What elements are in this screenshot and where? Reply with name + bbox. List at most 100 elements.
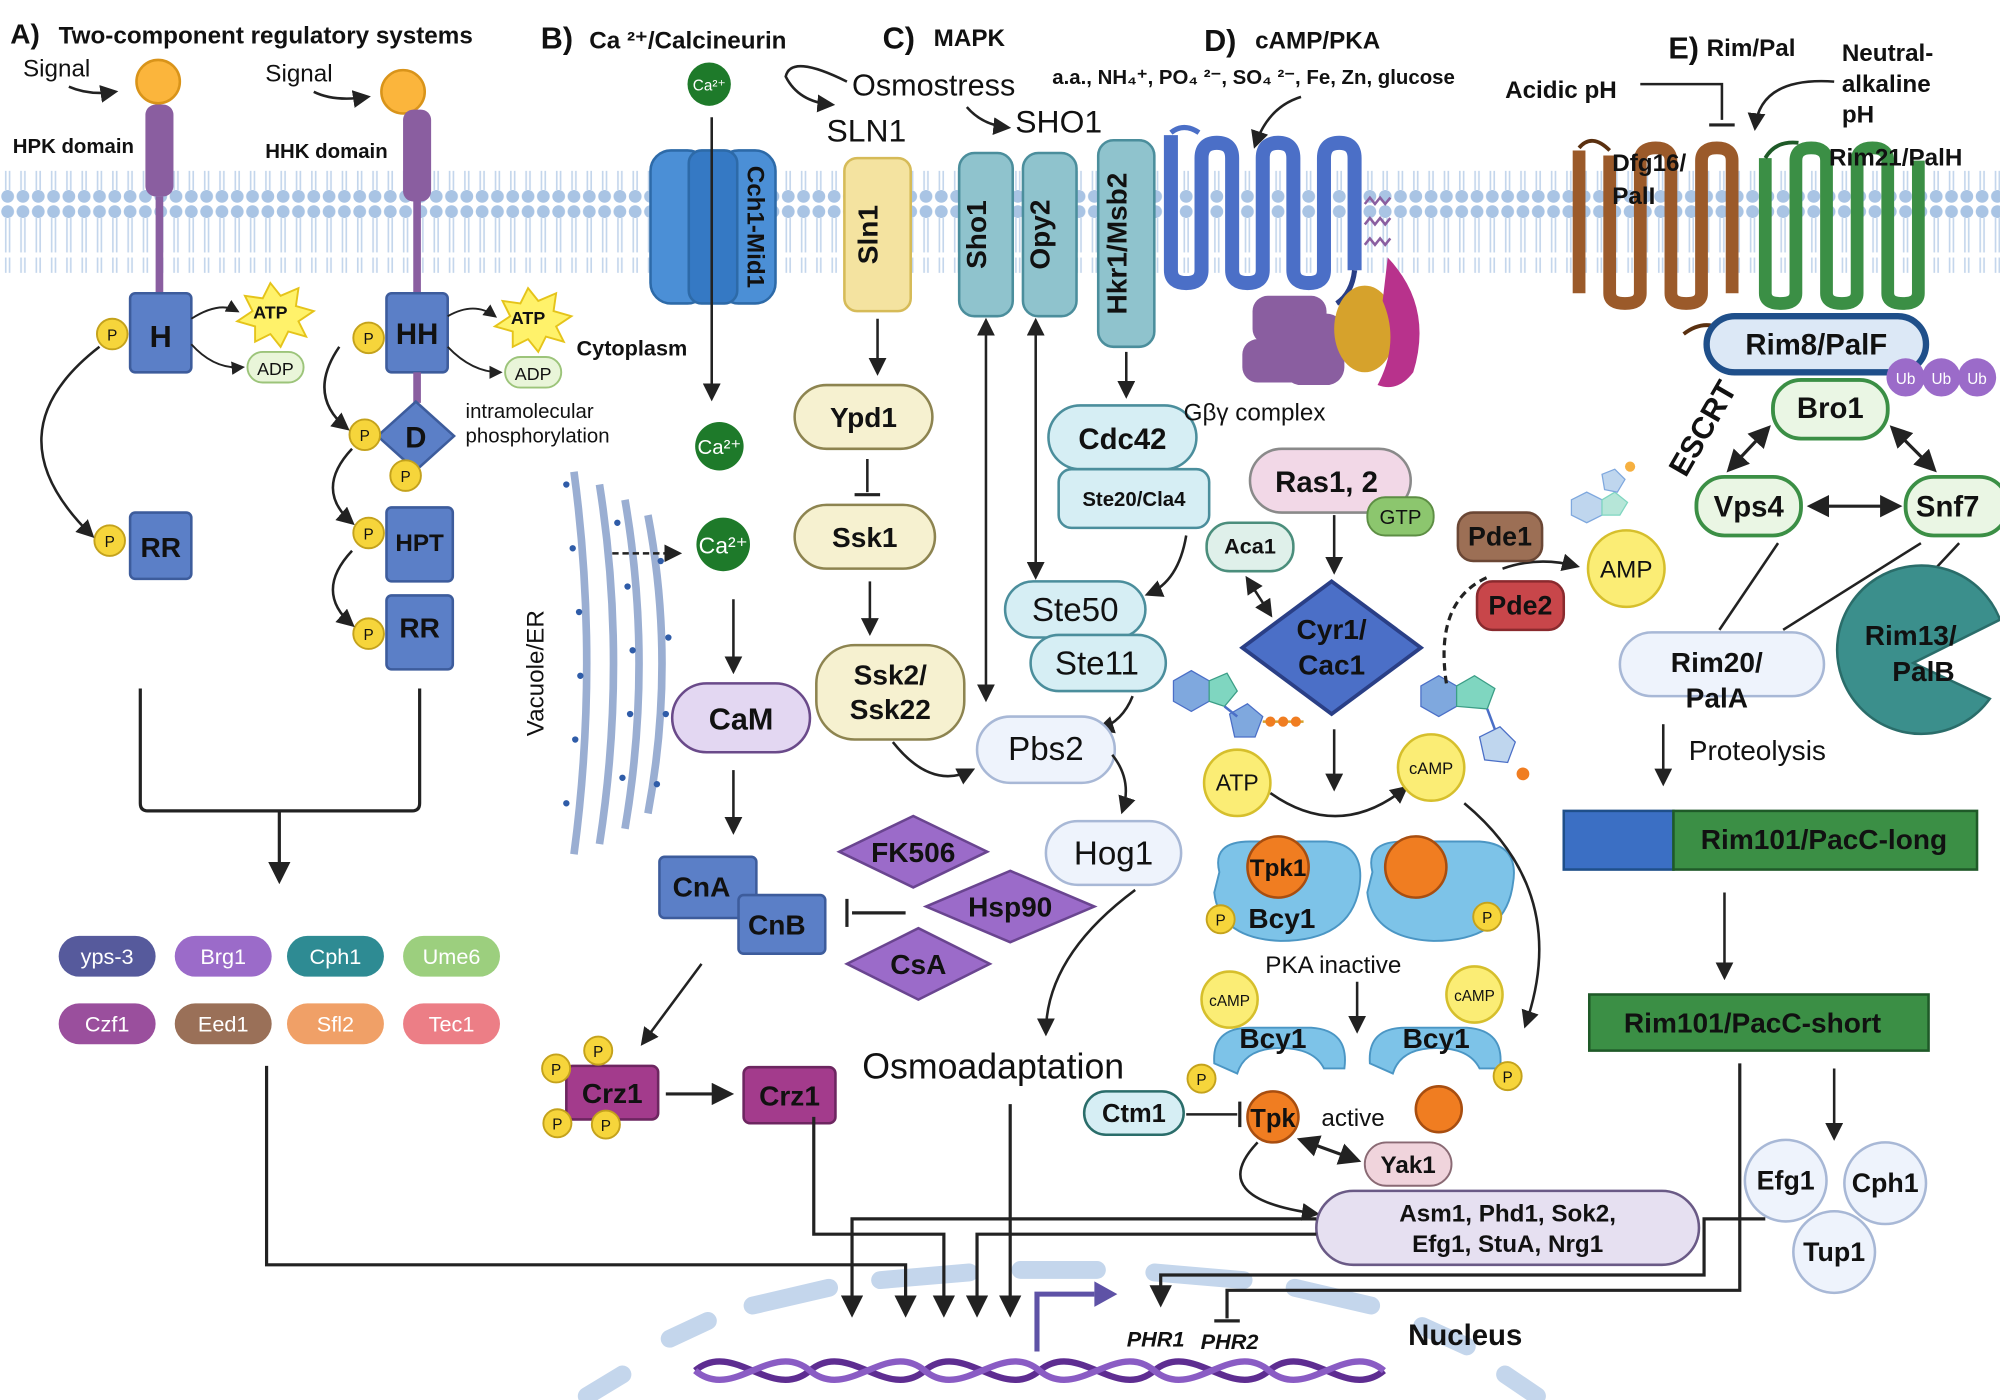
atp-molecule-icon xyxy=(1172,669,1304,738)
fk506 xyxy=(836,814,991,889)
active-label: active xyxy=(1321,1105,1384,1132)
rr-label-left: RR xyxy=(140,532,181,563)
hh-label: HH xyxy=(396,318,438,351)
calcium-ion-extracellular xyxy=(687,62,731,106)
amp-label: AMP xyxy=(1600,557,1652,584)
camp-bound-right xyxy=(1445,965,1504,1024)
panel-b-title: Ca ²⁺/Calcineurin xyxy=(589,27,786,54)
atp-label-right: ATP xyxy=(511,308,545,328)
ssk1-label: Ssk1 xyxy=(832,522,898,553)
phospho-hh: P xyxy=(364,331,374,348)
panel-e-title: Rim/Pal xyxy=(1707,35,1796,62)
opy2 xyxy=(1021,151,1078,318)
tf-label: Brg1 xyxy=(200,944,246,969)
dfg16-label: Dfg16/ xyxy=(1612,150,1686,177)
signal-ligand-left xyxy=(135,58,182,105)
phospho-bcy1: P xyxy=(1216,913,1226,930)
tup1 xyxy=(1792,1209,1877,1295)
adp-chip-left xyxy=(246,350,305,384)
rim8-palf xyxy=(1703,313,1930,376)
nutrients-label: a.a., NH₄⁺, PO₄ ²⁻, SO₄ ²⁻, Fe, Zn, gluc… xyxy=(1052,67,1455,89)
ste11 xyxy=(1029,633,1168,693)
cnb-label: CnB xyxy=(748,910,806,941)
neutral-label-3: pH xyxy=(1842,101,1874,128)
tf-chip xyxy=(286,935,384,977)
panel-b-letter: B) xyxy=(541,21,573,55)
opy2-label: Opy2 xyxy=(1025,200,1056,270)
cyr1-cac1 xyxy=(1239,579,1425,717)
sho1 xyxy=(957,151,1015,318)
phospho-crz1: P xyxy=(552,1117,562,1134)
pde1 xyxy=(1456,511,1544,563)
tf-label: Eed1 xyxy=(198,1011,249,1036)
phospho-h: P xyxy=(107,327,117,344)
pbs2 xyxy=(975,715,1117,785)
adp-chip-right xyxy=(504,356,563,389)
atp-burst-left xyxy=(234,281,317,349)
acidic-label: Acidic pH xyxy=(1505,77,1617,104)
ypd1 xyxy=(793,383,934,451)
phosphorylation-label: phosphorylation xyxy=(466,425,610,447)
atp-node-label: ATP xyxy=(1216,770,1259,796)
cytoplasm-label: Cytoplasm xyxy=(577,336,688,361)
rim20-label-2: PalA xyxy=(1686,683,1748,714)
ste11-label: Ste11 xyxy=(1055,645,1139,682)
bcy1-active-label-left: Bcy1 xyxy=(1239,1023,1306,1054)
signal-label-right: Signal xyxy=(265,61,332,88)
camp-molecule-icon xyxy=(1420,675,1530,781)
rr-label-right: RR xyxy=(399,613,440,644)
rim101-long xyxy=(1672,809,1979,871)
atp-label-left: ATP xyxy=(253,303,287,323)
rr-domain-right xyxy=(385,594,455,671)
efg1-label: Efg1 xyxy=(1757,1166,1815,1196)
ctm1 xyxy=(1082,1090,1185,1137)
tpk-active-2 xyxy=(1414,1085,1463,1134)
pka-tf-line1: Asm1, Phd1, Sok2, xyxy=(1399,1200,1616,1227)
cph1-label: Cph1 xyxy=(1852,1168,1919,1198)
rim13-palb xyxy=(1835,564,2000,736)
rim101-short-label: Rim101/PacC-short xyxy=(1624,1008,1881,1039)
signal-ligand-right xyxy=(380,68,427,115)
d-label: D xyxy=(405,422,426,455)
hog1 xyxy=(1044,819,1183,887)
intramolecular-label: intramolecular xyxy=(466,401,594,423)
cam xyxy=(670,682,812,754)
crz1-label: Crz1 xyxy=(759,1080,820,1111)
tf-label: Tec1 xyxy=(429,1011,475,1036)
yak1-label: Yak1 xyxy=(1381,1152,1436,1179)
gpcr-receptor xyxy=(1163,135,1362,291)
vps4 xyxy=(1694,474,1803,538)
csa xyxy=(844,926,993,1002)
tpk-active-label: Tpk xyxy=(1250,1105,1296,1133)
phospho-hpt: P xyxy=(364,526,374,543)
ssk2-ssk22 xyxy=(815,643,966,741)
tf-label: yps-3 xyxy=(81,944,134,969)
phr2-label: PHR2 xyxy=(1201,1329,1259,1354)
nucleus-label: Nucleus xyxy=(1408,1319,1522,1352)
rim8-label: Rim8/PalF xyxy=(1745,328,1887,361)
dna-helix xyxy=(693,1358,1386,1383)
cph1 xyxy=(1843,1141,1928,1226)
h-domain xyxy=(128,291,193,374)
ste50-label: Ste50 xyxy=(1032,592,1119,629)
hkr1-msb2 xyxy=(1096,138,1156,349)
rim101-long-label: Rim101/PacC-long xyxy=(1701,824,1947,855)
rim20-label-1: Rim20/ xyxy=(1671,647,1763,678)
transcription-arrow xyxy=(1034,1291,1095,1352)
camp-node xyxy=(1396,733,1466,802)
sln1-header: SLN1 xyxy=(827,113,907,149)
gtp-chip xyxy=(1366,496,1435,537)
hog1-label: Hog1 xyxy=(1074,835,1153,872)
osmoadaptation-label: Osmoadaptation xyxy=(862,1047,1124,1087)
rim101-long-nterm xyxy=(1562,809,1675,871)
phospho-d-left: P xyxy=(360,428,370,445)
nuclear-envelope xyxy=(577,1260,1546,1400)
tpk-catalytic xyxy=(1383,835,1448,899)
tf-label: Ume6 xyxy=(423,944,481,969)
proteolysis-label: Proteolysis xyxy=(1689,735,1826,766)
phospho-d-bottom: P xyxy=(401,469,411,486)
phospho-crz1: P xyxy=(551,1062,561,1079)
snf7 xyxy=(1903,474,2000,538)
ypd1-label: Ypd1 xyxy=(830,402,897,433)
atp-burst-right xyxy=(492,286,574,354)
